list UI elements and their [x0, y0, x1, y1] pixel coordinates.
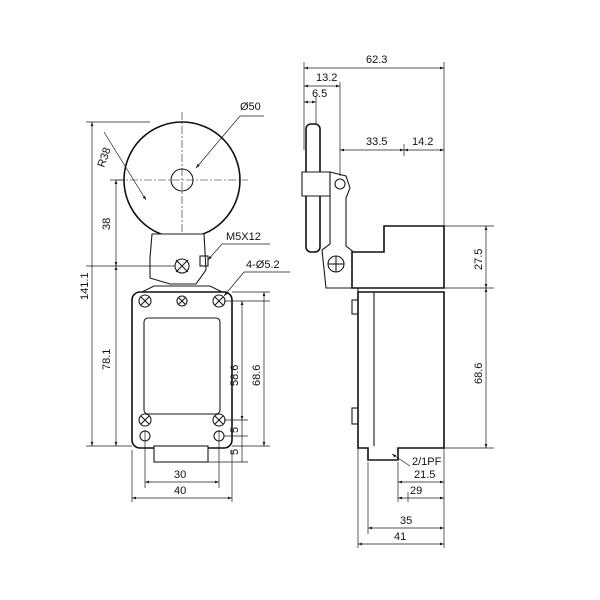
side-view [301, 62, 494, 548]
label-offset-5-b: 5 [229, 449, 241, 455]
label-body-width-40: 40 [174, 485, 186, 497]
label-dim-35: 35 [400, 515, 412, 527]
label-overall-depth-62-3: 62.3 [366, 54, 387, 66]
label-body-height-78-1: 78.1 [101, 349, 113, 370]
front-cover-inner [143, 317, 221, 415]
label-body-height-68-6: 68.6 [251, 365, 263, 386]
label-dim-29: 29 [410, 485, 422, 497]
side-head [351, 225, 445, 289]
front-body [131, 291, 233, 449]
front-lever-arm [149, 233, 207, 285]
label-diameter-50: Ø50 [240, 101, 261, 113]
label-lever-height-38: 38 [101, 218, 113, 230]
label-body-height-68-6-side: 68.6 [473, 363, 485, 384]
front-lever-nut [199, 255, 209, 267]
label-conduit-2-1pf: 2/1PF [412, 456, 442, 468]
label-offset-5-a: 5 [229, 427, 241, 433]
label-holes-4-diameter-5-2: 4-Ø5.2 [246, 259, 280, 271]
side-lever-shaft [301, 171, 331, 197]
label-arm-length-33-5: 33.5 [366, 136, 387, 148]
front-view [86, 112, 290, 502]
label-overall-height-141-1: 141.1 [79, 272, 91, 300]
side-body [357, 291, 445, 461]
label-lever-offset-13-2: 13.2 [316, 72, 337, 84]
label-screw-m5x12: M5X12 [226, 231, 261, 243]
label-head-height-27-5: 27.5 [473, 249, 485, 270]
label-hole-spacing-58-6: 58.6 [229, 365, 241, 386]
label-head-width-14-2: 14.2 [412, 136, 433, 148]
label-hole-spacing-30: 30 [174, 469, 186, 481]
label-dim-21-5: 21.5 [414, 469, 435, 481]
label-dim-41: 41 [394, 531, 406, 543]
label-roller-width-6-5: 6.5 [312, 88, 327, 100]
label-radius-38: R38 [96, 146, 114, 169]
front-conduit-boss [153, 445, 209, 463]
